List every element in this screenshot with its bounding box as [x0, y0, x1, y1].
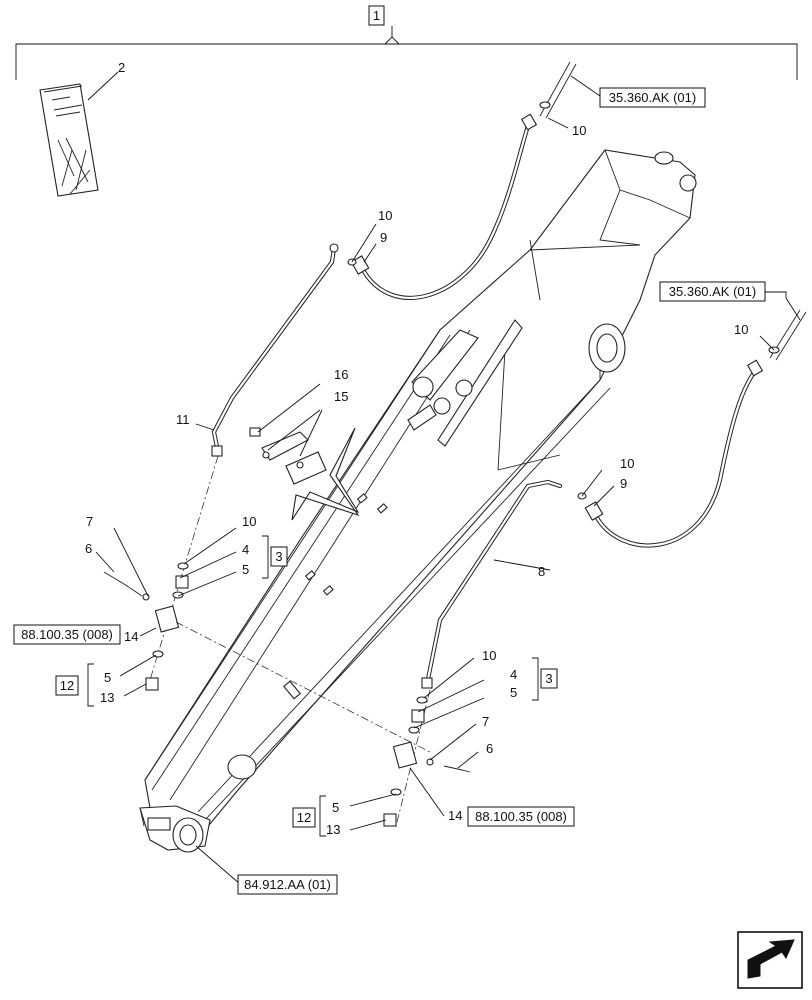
right-block-14: [392, 741, 418, 769]
callout-11[interactable]: 11: [176, 412, 190, 427]
callout-10-left[interactable]: 10: [378, 208, 392, 223]
callout-9-left[interactable]: 9: [380, 230, 387, 245]
svg-text:3: 3: [275, 549, 282, 564]
right-oring-5: [408, 726, 420, 734]
svg-text:88.100.35 (008): 88.100.35 (008): [475, 809, 567, 824]
callout-5-right-b[interactable]: 5: [332, 800, 339, 815]
group-bracket-3-right: [532, 657, 539, 701]
callout-12-right[interactable]: 12: [292, 807, 316, 828]
return-arrow-icon[interactable]: [737, 931, 803, 989]
group-bracket-12-right: [319, 795, 326, 837]
callout-3-right[interactable]: 3: [540, 668, 558, 689]
assembly-bracket: [15, 26, 798, 80]
callout-10-far-right[interactable]: 10: [734, 322, 748, 337]
callout-4-left[interactable]: 4: [242, 542, 249, 557]
left-block-14: [154, 605, 180, 633]
ref-link-88-100-35-left[interactable]: 88.100.35 (008): [13, 624, 121, 645]
clamp-bracket-15: [249, 427, 327, 485]
left-upper-pipe: [539, 61, 577, 119]
left-adapter-4: [175, 575, 189, 589]
callout-6-right[interactable]: 6: [486, 741, 493, 756]
left-oring-5: [172, 591, 184, 599]
ref-link-84-912-aa[interactable]: 84.912.AA (01): [237, 874, 338, 895]
boom-arm: [139, 149, 697, 853]
ref-leader-right: [765, 291, 787, 298]
left-plug-13: [145, 677, 159, 691]
right-upper-pipe: [768, 309, 807, 361]
callout-5-right[interactable]: 5: [510, 685, 517, 700]
right-plug-13: [383, 813, 397, 827]
manual-booklet-icon: [39, 83, 99, 197]
svg-text:1: 1: [373, 8, 380, 23]
callout-5-left[interactable]: 5: [242, 562, 249, 577]
right-tube-8: [421, 479, 563, 689]
leader-lines: [95, 75, 801, 885]
callout-13-left[interactable]: 13: [100, 690, 114, 705]
callout-7-left[interactable]: 7: [86, 514, 93, 529]
callout-1[interactable]: 1: [368, 5, 385, 26]
ref-link-35-360-ak-right[interactable]: 35.360.AK (01): [659, 281, 766, 302]
callout-4-right[interactable]: 4: [510, 667, 517, 682]
callout-10-left-stack[interactable]: 10: [242, 514, 256, 529]
left-oring-10: [177, 562, 189, 570]
group-bracket-12-left: [87, 663, 94, 707]
callout-2[interactable]: 2: [118, 60, 125, 75]
right-oring-10: [416, 696, 428, 704]
callout-13-right[interactable]: 13: [326, 822, 340, 837]
group-bracket-3-left: [262, 535, 269, 579]
svg-text:12: 12: [297, 810, 311, 825]
callout-16[interactable]: 16: [334, 367, 348, 382]
callout-14-left[interactable]: 14: [124, 629, 138, 644]
callout-5-left-b[interactable]: 5: [104, 670, 111, 685]
callout-6-left[interactable]: 6: [85, 541, 92, 556]
callout-8[interactable]: 8: [538, 564, 545, 579]
svg-text:12: 12: [60, 678, 74, 693]
left-washer-7: [142, 593, 150, 601]
callout-10-top[interactable]: 10: [572, 123, 586, 138]
right-adapter-4: [411, 709, 425, 723]
callout-12-left[interactable]: 12: [55, 675, 79, 696]
callout-9-right[interactable]: 9: [620, 476, 627, 491]
callout-10-right[interactable]: 10: [620, 456, 634, 471]
ref-link-88-100-35-right[interactable]: 88.100.35 (008): [467, 806, 575, 827]
boom-shield-plate: [291, 427, 360, 521]
right-flex-hose: [584, 359, 764, 548]
svg-text:3: 3: [545, 671, 552, 686]
left-tube-11: [211, 243, 339, 457]
right-washer-7: [426, 758, 434, 766]
svg-text:35.360.AK (01): 35.360.AK (01): [609, 90, 696, 105]
right-bolt-6: [443, 765, 471, 773]
right-oring-5b: [390, 788, 402, 796]
callout-14-right[interactable]: 14: [448, 808, 462, 823]
left-bolt-6: [103, 571, 143, 597]
callout-15[interactable]: 15: [334, 389, 348, 404]
callout-7-right[interactable]: 7: [482, 714, 489, 729]
callout-10-right-stack[interactable]: 10: [482, 648, 496, 663]
callout-3-left[interactable]: 3: [270, 546, 288, 567]
svg-text:84.912.AA (01): 84.912.AA (01): [244, 877, 331, 892]
ref-link-35-360-ak-top[interactable]: 35.360.AK (01): [599, 87, 706, 108]
svg-text:35.360.AK (01): 35.360.AK (01): [669, 284, 756, 299]
svg-text:88.100.35 (008): 88.100.35 (008): [21, 627, 113, 642]
